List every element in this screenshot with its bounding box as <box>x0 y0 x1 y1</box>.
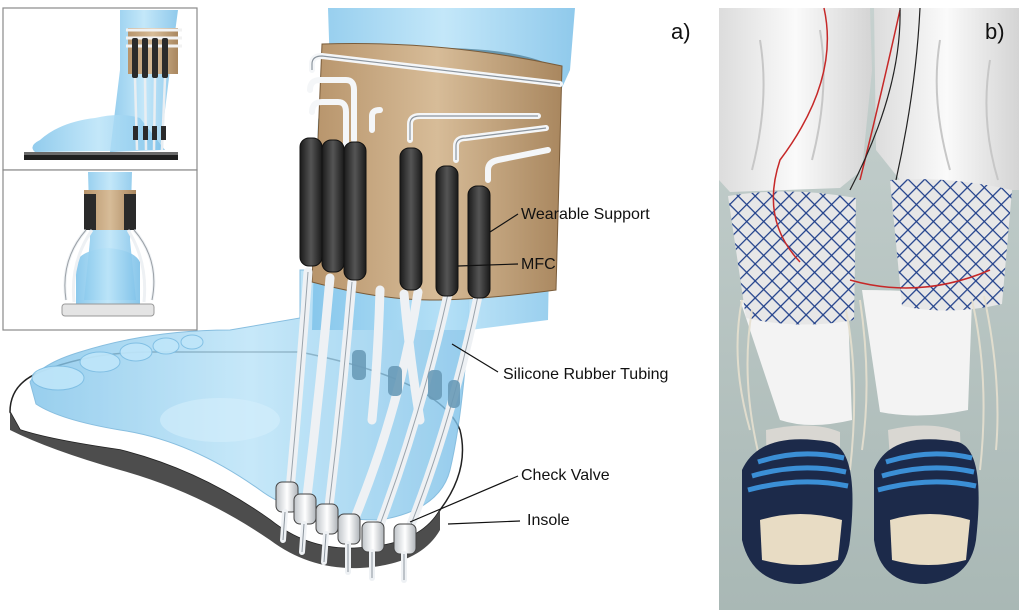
inset-front-view <box>2 169 198 331</box>
label-mfc: MFC <box>521 256 556 273</box>
right-sandal <box>874 439 979 584</box>
label-silicone-rubber-tubing: Silicone Rubber Tubing <box>503 366 669 383</box>
photo <box>719 7 1019 610</box>
main-diagram <box>9 8 575 583</box>
label-check-valve: Check Valve <box>521 467 610 484</box>
left-sandal <box>742 439 853 584</box>
label-insole: Insole <box>527 512 570 529</box>
inset-side-view <box>2 7 198 171</box>
label-wearable-support: Wearable Support <box>521 206 650 223</box>
panel-label-a: a) <box>671 19 691 44</box>
panel-label-b: b) <box>985 19 1005 44</box>
